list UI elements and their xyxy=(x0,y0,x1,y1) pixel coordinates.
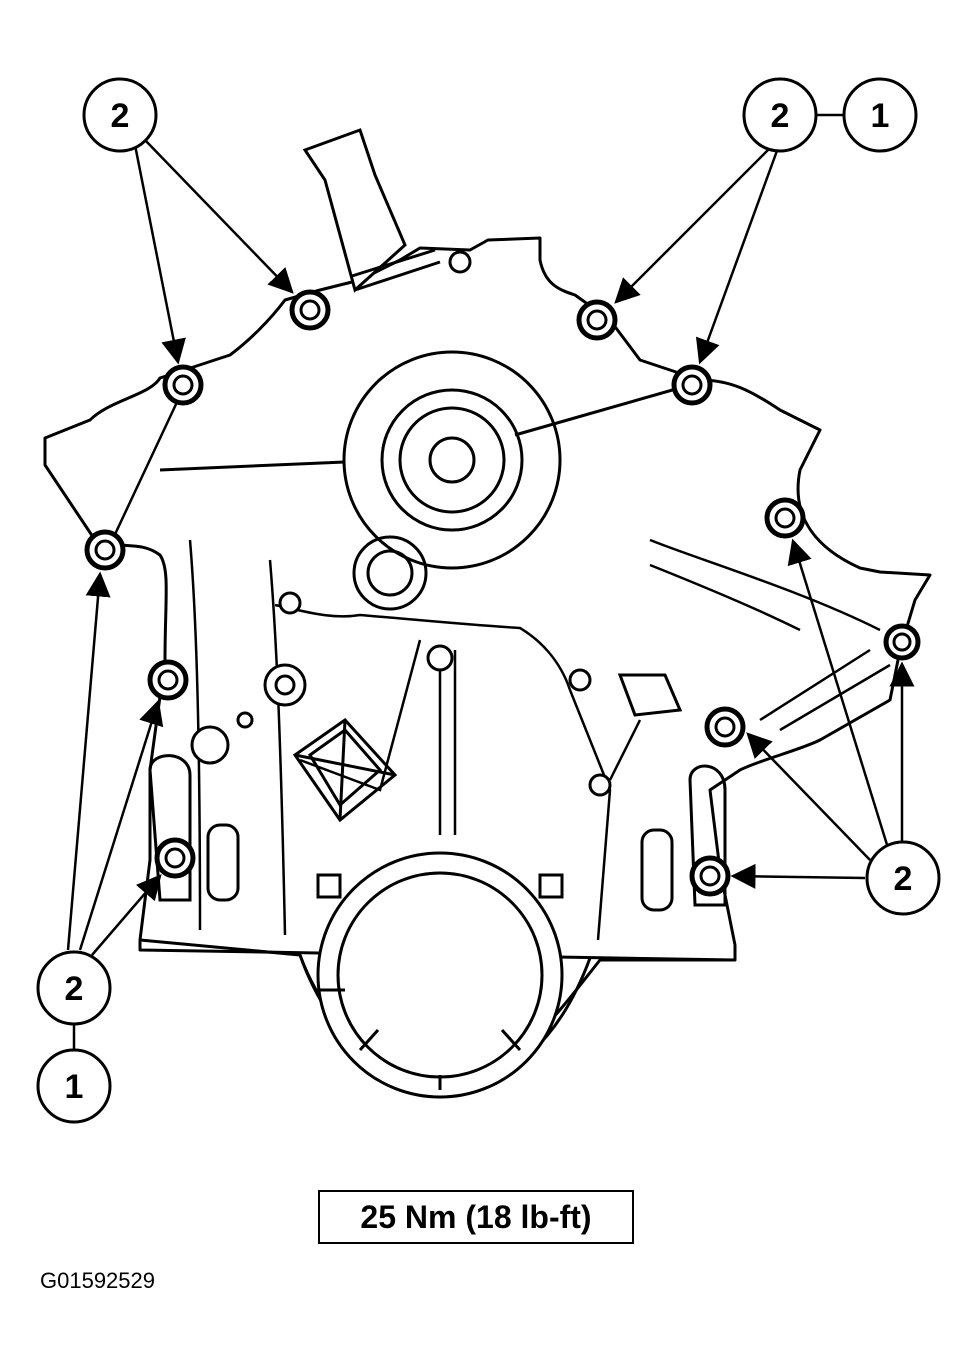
water-pump-boss xyxy=(159,350,691,611)
callout-right-2: 2 xyxy=(865,840,941,916)
bolt-hole xyxy=(576,299,618,341)
svg-text:1: 1 xyxy=(871,97,890,135)
bolt-hole xyxy=(162,364,204,406)
leader-arrows xyxy=(66,139,915,956)
svg-text:2: 2 xyxy=(894,860,913,898)
callout-bottom-left-1: 1 xyxy=(36,1048,112,1124)
svg-text:2: 2 xyxy=(65,970,84,1008)
dowel-holes xyxy=(190,250,612,797)
bolt-hole xyxy=(147,659,189,701)
bolt-hole xyxy=(289,289,331,331)
water-outlet xyxy=(302,128,441,293)
timing-pointer xyxy=(292,718,398,823)
bolt-hole xyxy=(84,529,126,571)
svg-text:1: 1 xyxy=(65,1068,84,1106)
callout-bottom-left-2: 2 xyxy=(36,950,112,1026)
bolt-holes xyxy=(84,289,921,897)
callout-top-left-2: 2 xyxy=(82,77,158,153)
torque-spec-label: 25 Nm (18 lb-ft) xyxy=(318,1190,634,1244)
figure-id: G01592529 xyxy=(40,1268,155,1293)
bolt-hole xyxy=(154,837,196,879)
callout-top-right-2: 2 xyxy=(742,77,818,153)
callout-top-right-1: 1 xyxy=(842,77,918,153)
bolt-hole xyxy=(704,706,746,748)
svg-text:2: 2 xyxy=(111,97,130,135)
svg-text:2: 2 xyxy=(771,97,790,135)
crankshaft-seal-bore xyxy=(316,851,564,1099)
bolt-hole xyxy=(689,855,731,897)
mounting-brackets xyxy=(148,673,727,912)
bolt-hole xyxy=(883,623,921,661)
bolt-hole xyxy=(671,364,713,406)
bolt-hole xyxy=(764,497,806,539)
